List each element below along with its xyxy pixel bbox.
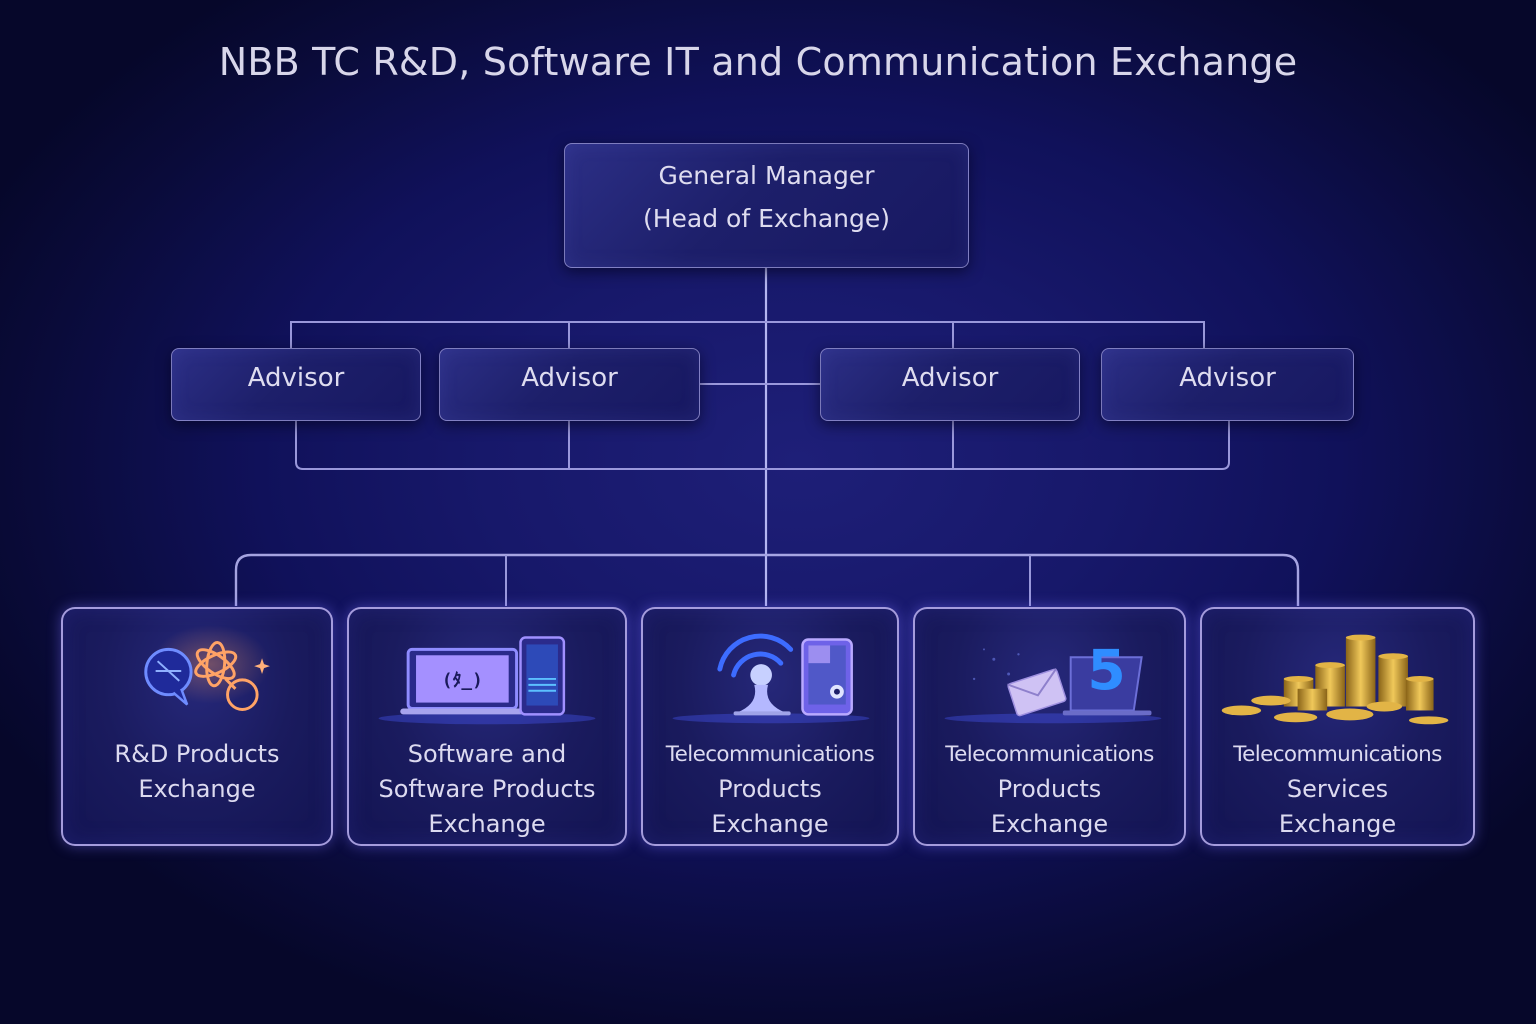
exchange-card-rd-products[interactable]: R&D Products Exchange — [61, 607, 333, 846]
laptop-phone-icon: (ﾀ_) — [349, 619, 625, 729]
exchange-label: Software and Software Products Exchange — [378, 740, 596, 838]
advisor-top-bus — [290, 321, 1205, 348]
advisor-label: Advisor — [521, 363, 618, 393]
exchange-label: R&D Products Exchange — [114, 740, 280, 803]
gold-coins-icon — [1202, 619, 1473, 729]
research-atom-chat-icon — [63, 619, 331, 729]
advisor-label: Advisor — [247, 363, 345, 393]
exchange-label: Telecommunications Products Exchange — [945, 742, 1154, 838]
exchange-card-telecom-services[interactable]: Telecommunications Services Exchange — [1200, 607, 1475, 846]
advisor-node-2[interactable]: Advisor — [439, 348, 700, 421]
advisor-label: Advisor — [901, 363, 999, 393]
antenna-tablet-icon — [643, 619, 897, 729]
gm-title: General Manager — [658, 161, 875, 190]
exchange-bus — [234, 553, 1300, 606]
gm-subtitle: (Head of Exchange) — [642, 204, 891, 233]
exchange-label: Telecommunications Products Exchange — [665, 742, 875, 838]
exchange-card-telecom-products-2[interactable]: 5 Telecommunications Products Exchange — [913, 607, 1186, 846]
exchange-card-telecom-products-1[interactable]: Telecommunications Products Exchange — [641, 607, 899, 846]
chart-title: NBB TC R&D, Software IT and Communicatio… — [218, 40, 1298, 84]
exchange-label: Telecommunications Services Exchange — [1233, 742, 1442, 838]
advisor-label: Advisor — [1179, 363, 1276, 393]
advisor-bottom-bus — [295, 421, 1230, 470]
mail-5g-laptop-icon: 5 — [915, 619, 1184, 729]
advisor-node-4[interactable]: Advisor — [1101, 348, 1354, 421]
svg-text:5: 5 — [1087, 639, 1125, 703]
advisor-node-3[interactable]: Advisor — [820, 348, 1080, 421]
advisor-node-1[interactable]: Advisor — [171, 348, 421, 421]
svg-text:(ﾀ_): (ﾀ_) — [442, 670, 483, 691]
general-manager-node[interactable]: General Manager (Head of Exchange) — [564, 143, 969, 268]
exchange-card-software-products[interactable]: (ﾀ_) Software and Software Products Exch… — [347, 607, 627, 846]
